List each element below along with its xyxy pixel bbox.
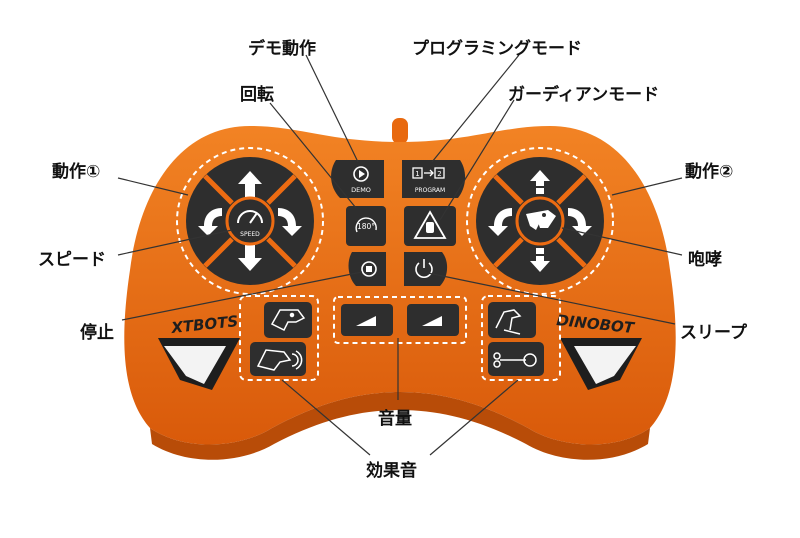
left-up-button[interactable] xyxy=(238,171,262,197)
label-rotate: 回転 xyxy=(240,85,274,105)
arrow-down-icon xyxy=(530,248,550,272)
turn-left-icon xyxy=(488,208,512,236)
guard-hand-icon xyxy=(413,210,447,239)
stop-icon xyxy=(361,261,377,277)
volume-down-button[interactable] xyxy=(341,304,393,336)
left-sound-group xyxy=(239,295,319,381)
label-guardian-mode: ガーディアンモード xyxy=(508,85,660,105)
right-dpad-group xyxy=(466,147,614,295)
sound-bone-button[interactable] xyxy=(488,342,544,376)
left-turn-right-button[interactable] xyxy=(278,208,302,236)
label-stop: 停止 xyxy=(80,323,114,343)
sound-dino-button[interactable] xyxy=(488,302,536,338)
right-stripe xyxy=(560,338,642,390)
dinosaur-skull-icon xyxy=(526,210,556,230)
left-down-button[interactable] xyxy=(238,245,262,271)
turn-right-icon xyxy=(568,208,592,236)
stop-button[interactable] xyxy=(348,252,386,286)
label-action1: 動作① xyxy=(52,162,101,182)
sound-dino-roar-button[interactable] xyxy=(250,342,306,376)
program-button[interactable]: 1 2 PROGRAM xyxy=(402,160,466,198)
play-icon xyxy=(353,166,369,182)
guardian-button[interactable] xyxy=(404,206,456,246)
label-volume: 音量 xyxy=(378,409,412,429)
label-sound-effects: 効果音 xyxy=(366,461,417,481)
turn-left-icon xyxy=(198,208,222,236)
arrow-up-icon xyxy=(238,171,262,197)
sound-trex-button[interactable] xyxy=(264,302,312,338)
volume-icon xyxy=(422,316,442,326)
right-turn-left-button[interactable] xyxy=(488,208,512,236)
roar-button[interactable] xyxy=(515,196,565,246)
left-dpad: SPEED xyxy=(186,157,314,285)
demo-button[interactable]: DEMO xyxy=(331,160,384,198)
right-up-button[interactable] xyxy=(530,170,550,194)
label-programming-mode: プログラミングモード xyxy=(412,39,582,59)
program-step-icon xyxy=(412,167,423,179)
rotate-icon xyxy=(355,217,377,233)
rotate-button[interactable]: 180° xyxy=(346,206,386,246)
trex-head-icon xyxy=(270,309,306,332)
right-down-button[interactable] xyxy=(530,248,550,272)
volume-group xyxy=(333,296,467,344)
bone-icon xyxy=(493,352,537,368)
arrow-up-icon xyxy=(530,170,550,194)
label-action2: 動作② xyxy=(685,162,734,182)
label-speed: スピード xyxy=(38,250,106,270)
leader-lines xyxy=(117,54,683,456)
dinosaur-icon xyxy=(495,309,522,335)
power-icon xyxy=(415,262,433,278)
right-sound-group xyxy=(481,295,561,381)
left-stripe xyxy=(158,338,240,390)
arrow-down-icon xyxy=(238,245,262,271)
speed-button[interactable]: SPEED xyxy=(225,196,275,246)
program-step1: 1 xyxy=(415,170,419,178)
sleep-button[interactable] xyxy=(404,252,448,286)
rotate-text: 180° xyxy=(357,222,375,231)
volume-icon xyxy=(356,316,376,326)
program-step2: 2 xyxy=(437,170,441,178)
label-sleep: スリープ xyxy=(680,323,747,343)
right-dpad xyxy=(476,157,604,285)
dino-roar-icon xyxy=(256,349,303,371)
label-roar: 咆哮 xyxy=(688,250,722,270)
label-demo: デモ動作 xyxy=(248,39,316,59)
left-turn-left-button[interactable] xyxy=(198,208,222,236)
antenna xyxy=(392,118,408,144)
turn-right-icon xyxy=(278,208,302,236)
right-turn-right-button[interactable] xyxy=(568,208,592,236)
program-text: PROGRAM xyxy=(415,187,445,194)
speedometer-icon xyxy=(237,210,263,224)
demo-text: DEMO xyxy=(351,186,371,194)
volume-up-button[interactable] xyxy=(407,304,459,336)
speed-text: SPEED xyxy=(240,231,260,238)
left-dpad-group xyxy=(176,147,324,295)
